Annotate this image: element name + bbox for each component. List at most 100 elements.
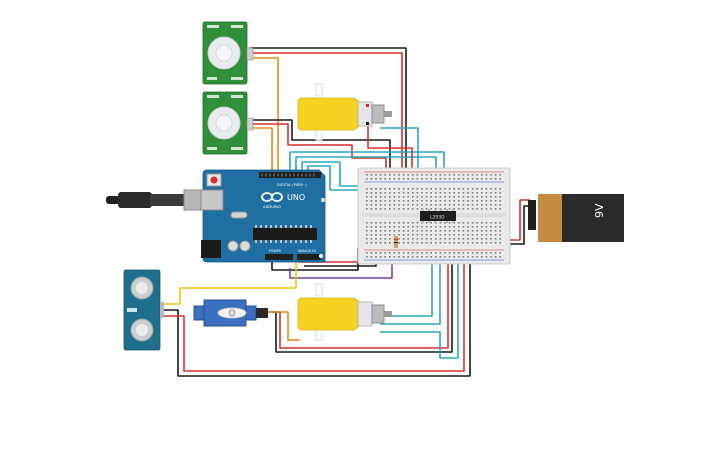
arduino-uno[interactable]: DIGITAL (PWM~) UNO ARDUINO POWER ANA bbox=[200, 169, 326, 263]
pir-sensor-2[interactable] bbox=[202, 91, 254, 155]
breadboard-hole bbox=[412, 178, 414, 180]
breadboard-hole bbox=[370, 174, 373, 176]
breadboard-hole bbox=[471, 242, 474, 244]
l293d-driver-ic[interactable]: L293D bbox=[420, 209, 456, 223]
breadboard-hole bbox=[485, 256, 488, 258]
breadboard-hole bbox=[421, 256, 423, 258]
wire-pir2-red[interactable] bbox=[250, 123, 387, 180]
breadboard-hole bbox=[499, 178, 501, 180]
breadboard-hole bbox=[366, 200, 368, 202]
breadboard-hole bbox=[494, 208, 497, 210]
breadboard-hole bbox=[416, 222, 419, 224]
breadboard-hole bbox=[421, 238, 423, 240]
breadboard-hole bbox=[481, 178, 483, 180]
ultrasonic-sensor[interactable] bbox=[123, 269, 164, 351]
breadboard-hole bbox=[435, 208, 437, 210]
dc-motor-bottom[interactable] bbox=[297, 283, 392, 341]
breadboard-hole bbox=[462, 238, 465, 240]
breadboard-hole bbox=[476, 252, 478, 254]
wire-pir1-orange[interactable] bbox=[250, 57, 279, 172]
breadboard-hole bbox=[370, 204, 373, 206]
breadboard-hole bbox=[435, 256, 437, 258]
wire-motor2-teal-a[interactable] bbox=[380, 250, 433, 317]
breadboard-hole bbox=[379, 234, 382, 236]
wire-motor2-teal-c[interactable] bbox=[380, 258, 459, 359]
usb-cable[interactable] bbox=[106, 189, 207, 211]
breadboard-hole bbox=[485, 196, 488, 198]
breadboard-hole bbox=[485, 222, 488, 224]
breadboard-hole bbox=[402, 174, 405, 176]
breadboard-hole bbox=[393, 256, 396, 258]
breadboard-hole bbox=[425, 256, 428, 258]
breadboard-hole bbox=[448, 252, 451, 254]
servo-motor[interactable] bbox=[193, 299, 268, 327]
wire-pir1-red[interactable] bbox=[250, 52, 403, 182]
wire-us-red[interactable] bbox=[160, 262, 465, 372]
breadboard-hole bbox=[485, 178, 488, 180]
breadboard-hole bbox=[430, 208, 432, 210]
breadboard-hole bbox=[389, 192, 391, 194]
breadboard-hole bbox=[481, 196, 483, 198]
breadboard-hole bbox=[407, 252, 409, 254]
breadboard-hole bbox=[416, 230, 419, 232]
breadboard-hole bbox=[430, 204, 432, 206]
breadboard-hole bbox=[439, 208, 442, 210]
wire-us-yellow[interactable] bbox=[160, 262, 297, 305]
breadboard-hole bbox=[435, 242, 437, 244]
wire-servo-orange[interactable] bbox=[264, 311, 300, 341]
breadboard-hole bbox=[412, 188, 414, 190]
wire-pir2-orange[interactable] bbox=[250, 127, 273, 172]
battery-9v[interactable]: 9V bbox=[528, 194, 624, 242]
breadboard-hole bbox=[458, 196, 460, 198]
breadboard-hole bbox=[379, 230, 382, 232]
breadboard-hole bbox=[384, 178, 386, 180]
breadboard-hole bbox=[425, 204, 428, 206]
breadboard-hole bbox=[453, 252, 455, 254]
breadboard-hole bbox=[407, 196, 409, 198]
breadboard-hole bbox=[481, 230, 483, 232]
wire-motor2-teal-b[interactable] bbox=[380, 252, 441, 325]
breadboard-hole bbox=[439, 256, 442, 258]
breadboard-hole bbox=[421, 252, 423, 254]
wire-us-black[interactable] bbox=[160, 258, 471, 377]
dc-motor-top[interactable] bbox=[297, 83, 392, 141]
breadboard-hole bbox=[485, 208, 488, 210]
breadboard-hole bbox=[490, 188, 492, 190]
breadboard-hole bbox=[370, 188, 373, 190]
breadboard-hole bbox=[430, 200, 432, 202]
breadboard-hole bbox=[425, 238, 428, 240]
breadboard-hole bbox=[375, 196, 377, 198]
wire-batt-red[interactable] bbox=[506, 199, 530, 241]
breadboard-hole bbox=[412, 226, 414, 228]
breadboard-hole bbox=[407, 238, 409, 240]
wire-batt-black[interactable] bbox=[506, 205, 530, 245]
battery-label: 9V bbox=[593, 203, 606, 218]
breadboard-hole bbox=[494, 238, 497, 240]
breadboard-hole bbox=[471, 230, 474, 232]
wire-teal-3[interactable] bbox=[301, 161, 380, 187]
arduino-model-label: UNO bbox=[287, 193, 305, 202]
wire-teal-1[interactable] bbox=[289, 151, 445, 178]
breadboard-hole bbox=[494, 196, 497, 198]
breadboard-hole bbox=[481, 222, 483, 224]
breadboard-hole bbox=[448, 226, 451, 228]
breadboard-hole bbox=[444, 188, 446, 190]
breadboard-hole bbox=[402, 208, 405, 210]
breadboard-hole bbox=[471, 188, 474, 190]
pir-sensor-1[interactable] bbox=[202, 21, 254, 85]
breadboard-hole bbox=[439, 252, 442, 254]
breadboard-hole bbox=[435, 234, 437, 236]
breadboard-hole bbox=[402, 188, 405, 190]
breadboard-hole bbox=[453, 238, 455, 240]
breadboard-hole bbox=[471, 200, 474, 202]
wire-motor1-teal[interactable] bbox=[380, 127, 419, 182]
breadboard-hole bbox=[444, 222, 446, 224]
breadboard-hole bbox=[462, 226, 465, 228]
breadboard-hole bbox=[407, 188, 409, 190]
breadboard-hole bbox=[481, 242, 483, 244]
wire-pir1-black[interactable] bbox=[250, 47, 407, 178]
breadboard-hole bbox=[393, 234, 396, 236]
breadboard-hole bbox=[402, 200, 405, 202]
resistor[interactable] bbox=[394, 236, 398, 248]
breadboard-hole bbox=[435, 204, 437, 206]
